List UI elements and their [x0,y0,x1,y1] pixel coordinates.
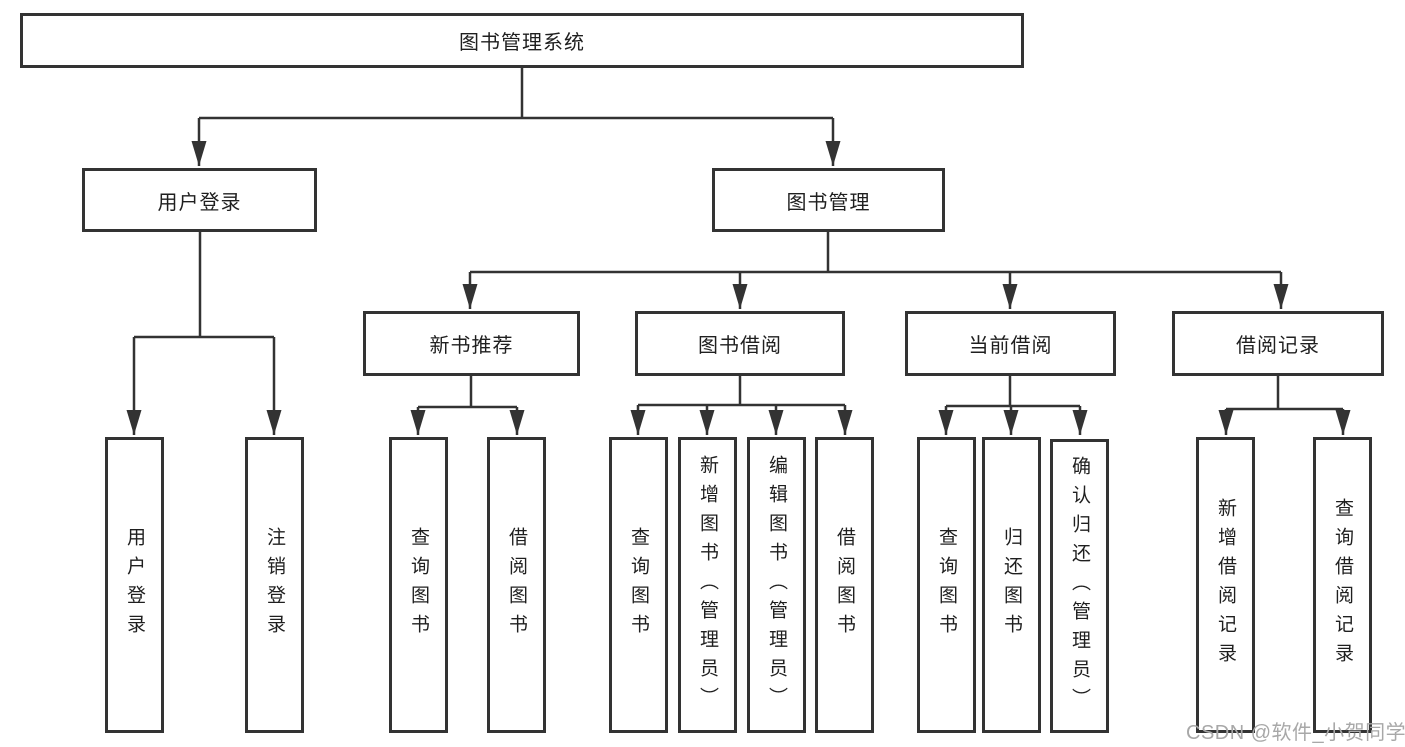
node-leaf-newbooks-borrow: 借阅图书 [487,437,546,733]
node-label: 图书管理 [786,191,871,214]
node-label: 图书管理系统 [459,32,585,54]
node-leaf-borrow-borrow: 借阅图书 [815,437,874,733]
node-label: 编辑图书（管理员） [766,454,787,716]
node-leaf-borrow-query: 查询图书 [609,437,668,733]
node-leaf-current-return: 归还图书 [982,437,1041,733]
node-label: 借阅图书 [506,527,527,643]
node-library-system: 图书管理系统 [20,13,1024,68]
node-leaf-borrow-edit-admin: 编辑图书（管理员） [747,437,806,733]
node-label: 查询图书 [408,527,429,643]
node-label: 查询图书 [936,527,957,643]
node-new-book-recommend: 新书推荐 [363,311,580,376]
node-borrow-records: 借阅记录 [1172,311,1384,376]
node-label: 确认归还（管理员） [1069,455,1090,717]
node-user-login: 用户登录 [82,168,317,232]
node-label: 图书借阅 [698,335,782,357]
connector-current-borrow [938,376,1088,435]
node-current-borrow: 当前借阅 [905,311,1116,376]
node-label: 新增借阅记录 [1215,498,1236,672]
node-leaf-logout: 注销登录 [245,437,304,733]
node-book-management: 图书管理 [712,168,945,232]
node-label: 当前借阅 [968,335,1053,357]
node-label: 归还图书 [1001,527,1022,643]
connector-book-borrow [630,376,853,435]
node-book-borrow: 图书借阅 [635,311,845,376]
node-label: 用户登录 [157,191,242,214]
node-leaf-current-confirm-admin: 确认归还（管理员） [1050,439,1109,733]
node-leaf-user-login: 用户登录 [105,437,164,733]
connector-borrow-records [1218,376,1351,435]
connector-book-mgmt [462,232,1289,309]
node-label: 借阅图书 [834,527,855,643]
node-leaf-records-add: 新增借阅记录 [1196,437,1255,733]
node-label: 查询图书 [628,527,649,643]
node-label: 新增图书（管理员） [697,454,718,716]
node-leaf-records-query: 查询借阅记录 [1313,437,1372,733]
node-leaf-newbooks-query: 查询图书 [389,437,448,733]
node-label: 借阅记录 [1236,335,1320,357]
node-leaf-borrow-add-admin: 新增图书（管理员） [678,437,737,733]
node-label: 查询借阅记录 [1332,498,1353,672]
connector-root [191,68,841,166]
connector-new-books [410,376,525,435]
node-label: 注销登录 [264,527,285,643]
node-label: 用户登录 [124,527,145,643]
connector-user-login [126,232,282,435]
node-label: 新书推荐 [429,335,514,357]
csdn-watermark: CSDN @软件_小贺同学 [1186,722,1405,744]
node-leaf-current-query: 查询图书 [917,437,976,733]
